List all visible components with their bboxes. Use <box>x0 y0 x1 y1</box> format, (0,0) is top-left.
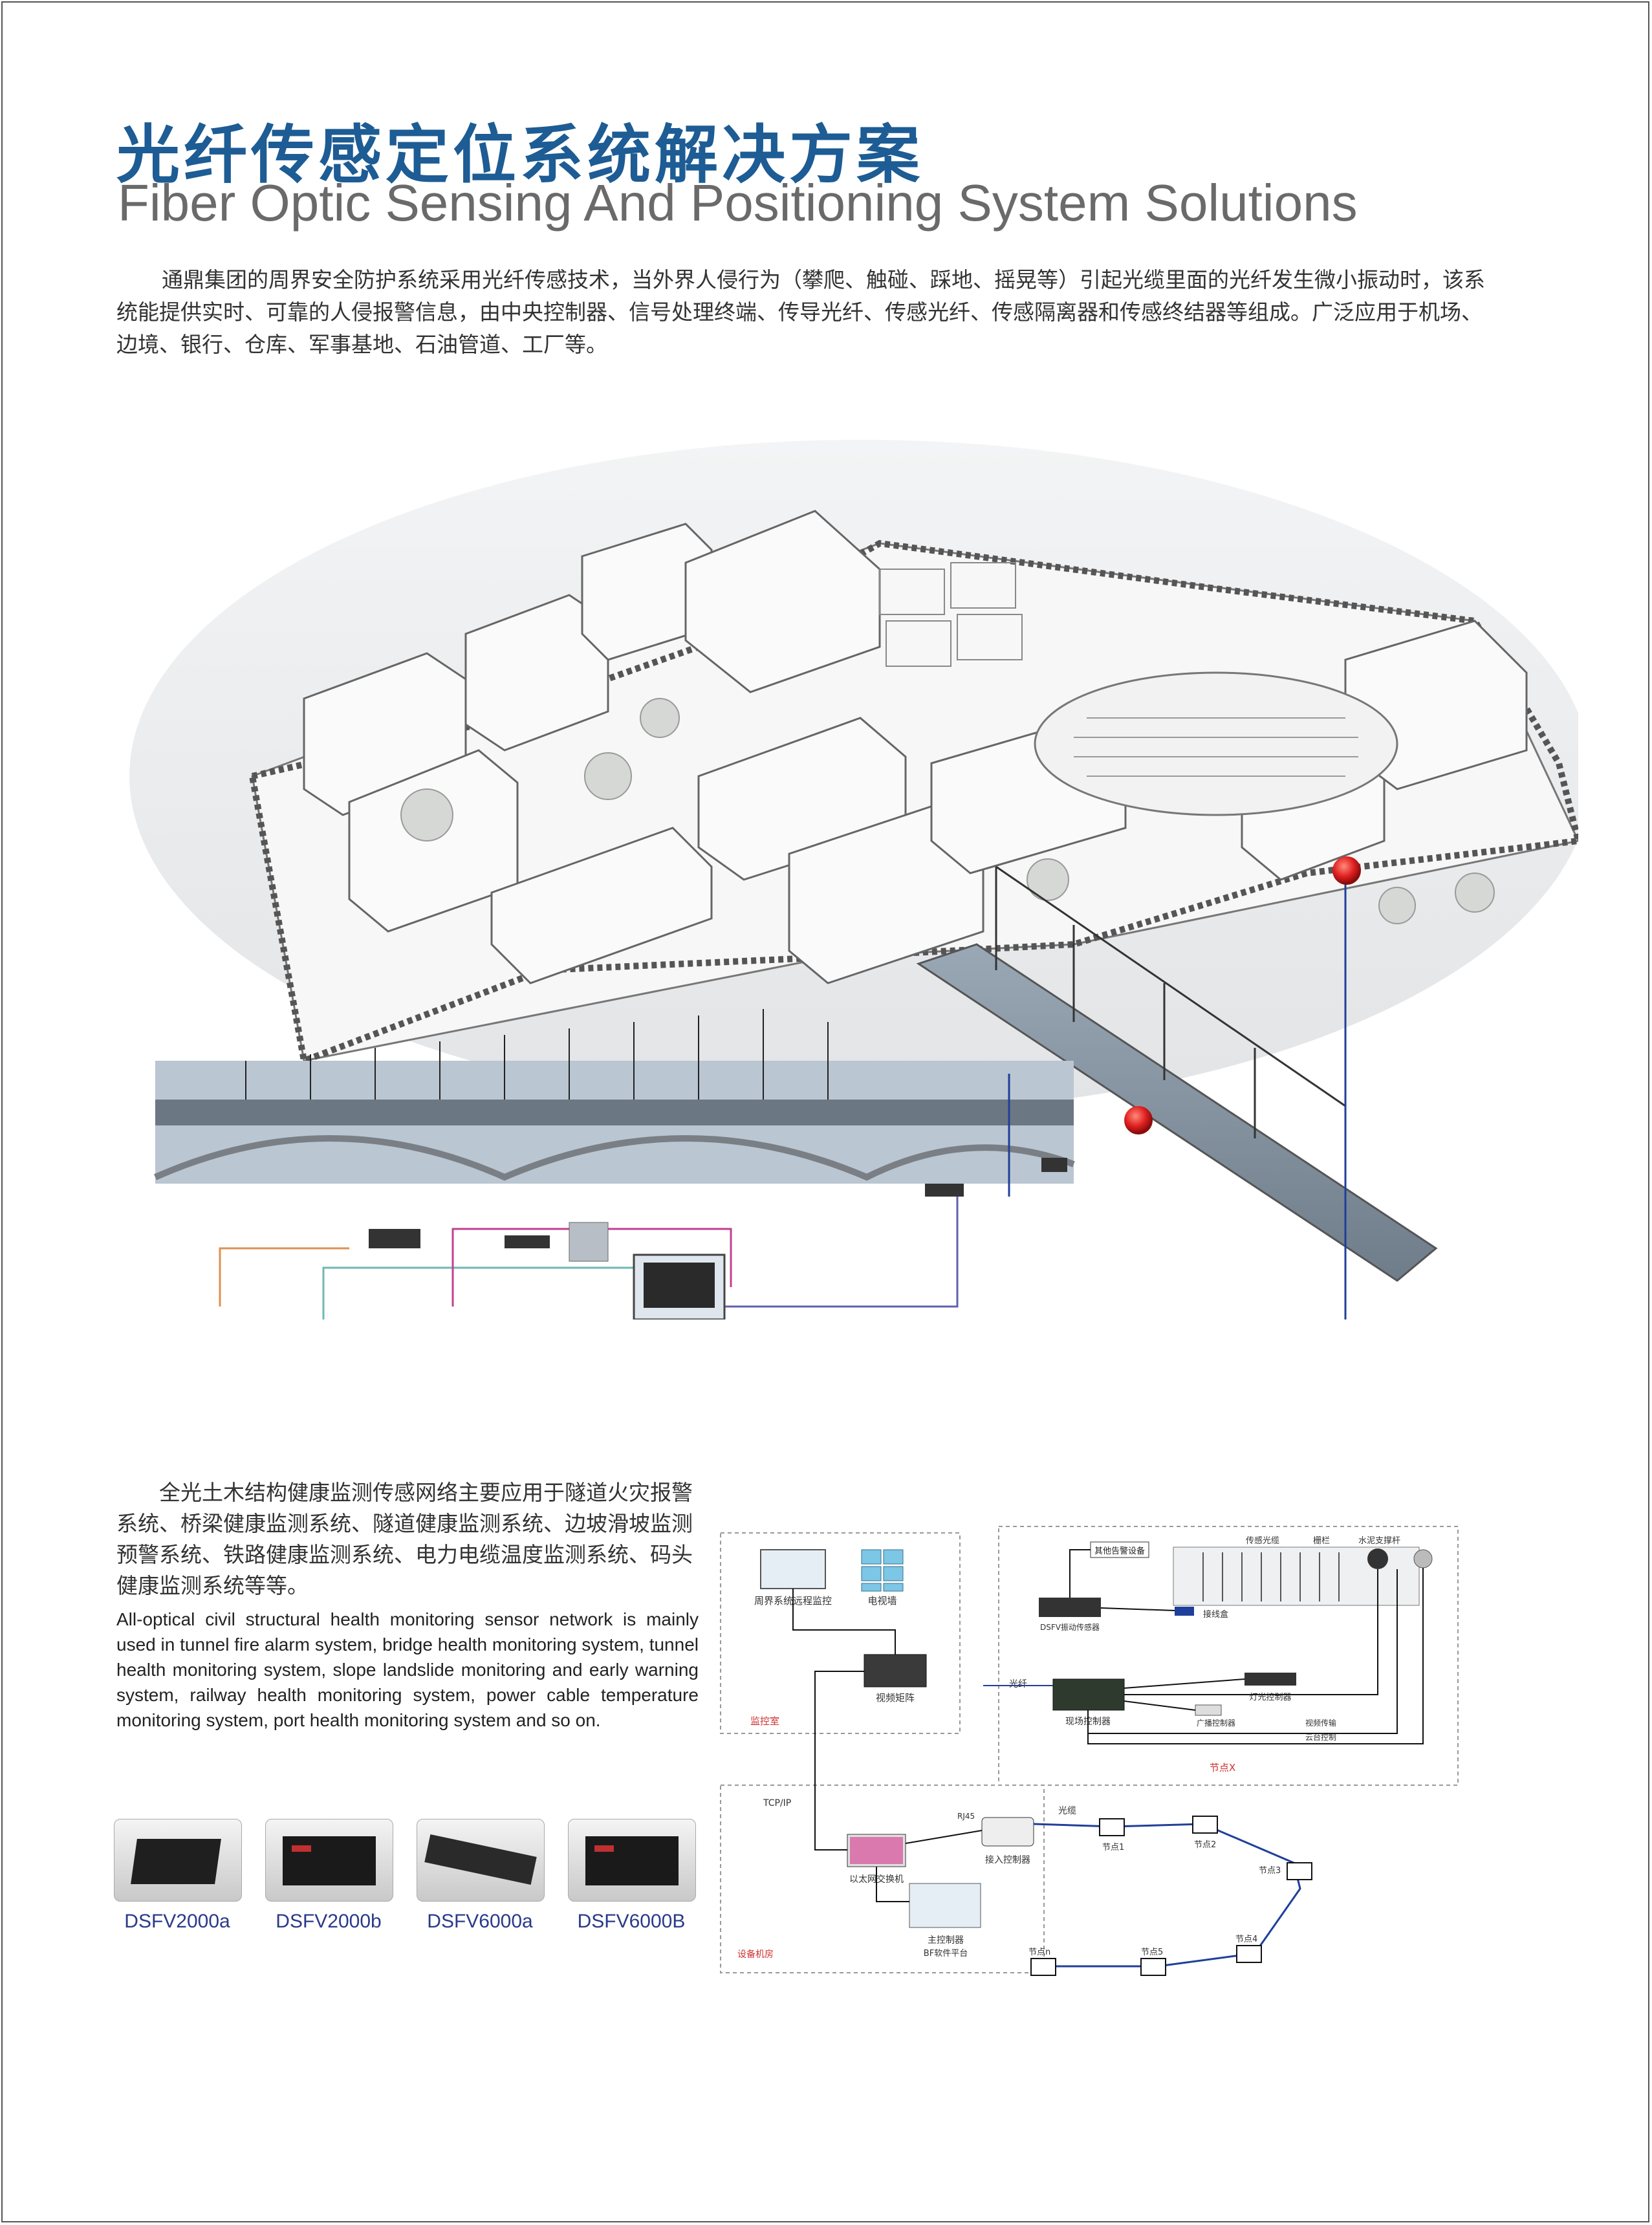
ptz-control-label: 云台控制 <box>1305 1732 1336 1742</box>
product-image <box>265 1819 393 1902</box>
software-platform-label: BF软件平台 <box>924 1949 968 1959</box>
field-stripes <box>1074 717 1358 777</box>
node-2-label: 节点2 <box>1194 1840 1216 1850</box>
node-x-wiring <box>1069 1549 1424 1744</box>
sensor-processor-icon <box>1039 1598 1101 1617</box>
remote-monitor-icon <box>760 1549 826 1589</box>
room-wiring <box>792 1589 983 1902</box>
junction-box-icon <box>1175 1607 1194 1616</box>
bridge-panorama-road <box>155 1100 1074 1125</box>
campus-buildings <box>303 510 1528 984</box>
sensor-cylinder <box>569 1222 609 1262</box>
product-image <box>114 1819 242 1902</box>
site-controller-icon <box>1052 1678 1125 1711</box>
system-network-diagram: 周界系统远程监控 电视墙 视频矩阵 监控室 其他告警设备 DSFV振动传感器 传… <box>720 1526 1459 1976</box>
trees <box>400 698 1495 924</box>
other-alarm-box <box>1090 1541 1149 1558</box>
courts <box>879 562 1023 667</box>
video-transmission-label: 视频传输 <box>1305 1718 1336 1728</box>
product-image <box>568 1819 696 1902</box>
sensor-devices <box>369 1158 1067 1248</box>
campus-bridge-illustration <box>129 440 1578 1319</box>
rj45-label: RJ45 <box>957 1812 975 1821</box>
product-dsfv6000b: DSFV6000B <box>568 1819 696 1933</box>
bridge-hangers <box>245 1009 829 1100</box>
fence-bars <box>1202 1552 1340 1601</box>
node-x-label: 节点X <box>1210 1762 1235 1774</box>
sensing-cable-label: 传感光缆 <box>1246 1536 1279 1546</box>
light-controller-icon <box>1244 1673 1296 1686</box>
page-subtitle: Fiber Optic Sensing And Positioning Syst… <box>118 174 1358 232</box>
junction-box-label: 接线盒 <box>1203 1609 1228 1620</box>
alarm-point-bridge <box>1124 1106 1153 1134</box>
sports-field <box>1034 671 1398 816</box>
product-dsfv6000a: DSFV6000a <box>417 1819 545 1933</box>
node-3-label: 节点3 <box>1259 1866 1281 1876</box>
product-row: DSFV2000a DSFV2000b DSFV6000a DSFV6000B <box>114 1819 696 1935</box>
video-matrix-icon <box>864 1654 927 1688</box>
switch-color-panel <box>850 1837 903 1864</box>
computer-screen <box>644 1263 715 1308</box>
main-controller-icon <box>909 1883 981 1928</box>
equipment-room-label: 设备机房 <box>737 1949 774 1960</box>
monitoring-text-cn: 全光土木结构健康监测传感网络主要应用于隧道火灾报警系统、桥梁健康监测系统、隧道健… <box>116 1480 693 1598</box>
tv-wall-icon <box>861 1549 904 1592</box>
sensor-processor-label: DSFV振动传感器 <box>1040 1622 1100 1632</box>
bridge-deck-angled <box>916 943 1438 1282</box>
node-4-label: 节点4 <box>1235 1935 1257 1944</box>
intro-paragraph: 通鼎集团的周界安全防护系统采用光纤传感技术，当外界人侵行为（攀爬、触碰、踩地、摇… <box>116 267 1485 357</box>
fence-label: 栅栏 <box>1313 1536 1330 1546</box>
camera-icon-2 <box>1413 1549 1433 1568</box>
product-label: DSFV6000B <box>577 1911 686 1932</box>
product-dsfv2000b: DSFV2000b <box>265 1819 393 1933</box>
equipment-room-region <box>720 1785 1045 1973</box>
page-title: 光纤传感定位系统解决方案 <box>116 118 924 192</box>
other-alarm-label: 其他告警设备 <box>1094 1546 1145 1556</box>
node-n-label: 节点n <box>1028 1948 1050 1957</box>
access-controller-icon <box>981 1817 1034 1847</box>
alarm-point-fence <box>1332 856 1361 885</box>
node-5-label: 节点5 <box>1141 1948 1163 1957</box>
node-x-region <box>998 1526 1459 1786</box>
monitor-room-label: 监控室 <box>750 1715 779 1727</box>
broadcast-controller-icon <box>1195 1704 1222 1716</box>
tcpip-label: TCP/IP <box>763 1798 791 1808</box>
monitoring-text-en: All-optical civil structural health moni… <box>116 1609 699 1730</box>
product-label: DSFV2000b <box>276 1911 382 1932</box>
node-boxes <box>1030 1816 1312 1976</box>
node-1-label: 节点1 <box>1102 1843 1124 1852</box>
product-label: DSFV6000a <box>427 1911 533 1932</box>
product-label: DSFV2000a <box>124 1911 230 1932</box>
broadcast-controller-label: 广播控制器 <box>1197 1719 1235 1728</box>
video-matrix-label: 视频矩阵 <box>876 1692 915 1704</box>
product-dsfv2000a: DSFV2000a <box>114 1819 242 1933</box>
tv-wall-label: 电视墙 <box>867 1595 897 1607</box>
fiber-label: 光纤 <box>1009 1679 1027 1689</box>
main-controller-label: 主控制器 <box>928 1935 964 1946</box>
access-controller-label: 接入控制器 <box>985 1854 1030 1865</box>
support-pole-label: 水泥支撑杆 <box>1358 1536 1400 1546</box>
camera-icon <box>1367 1548 1388 1569</box>
product-image <box>417 1819 545 1902</box>
fiber-cable-label: 光缆 <box>1058 1806 1076 1816</box>
bridge-arches <box>153 1135 1075 1181</box>
monitor-room-region <box>720 1532 961 1734</box>
